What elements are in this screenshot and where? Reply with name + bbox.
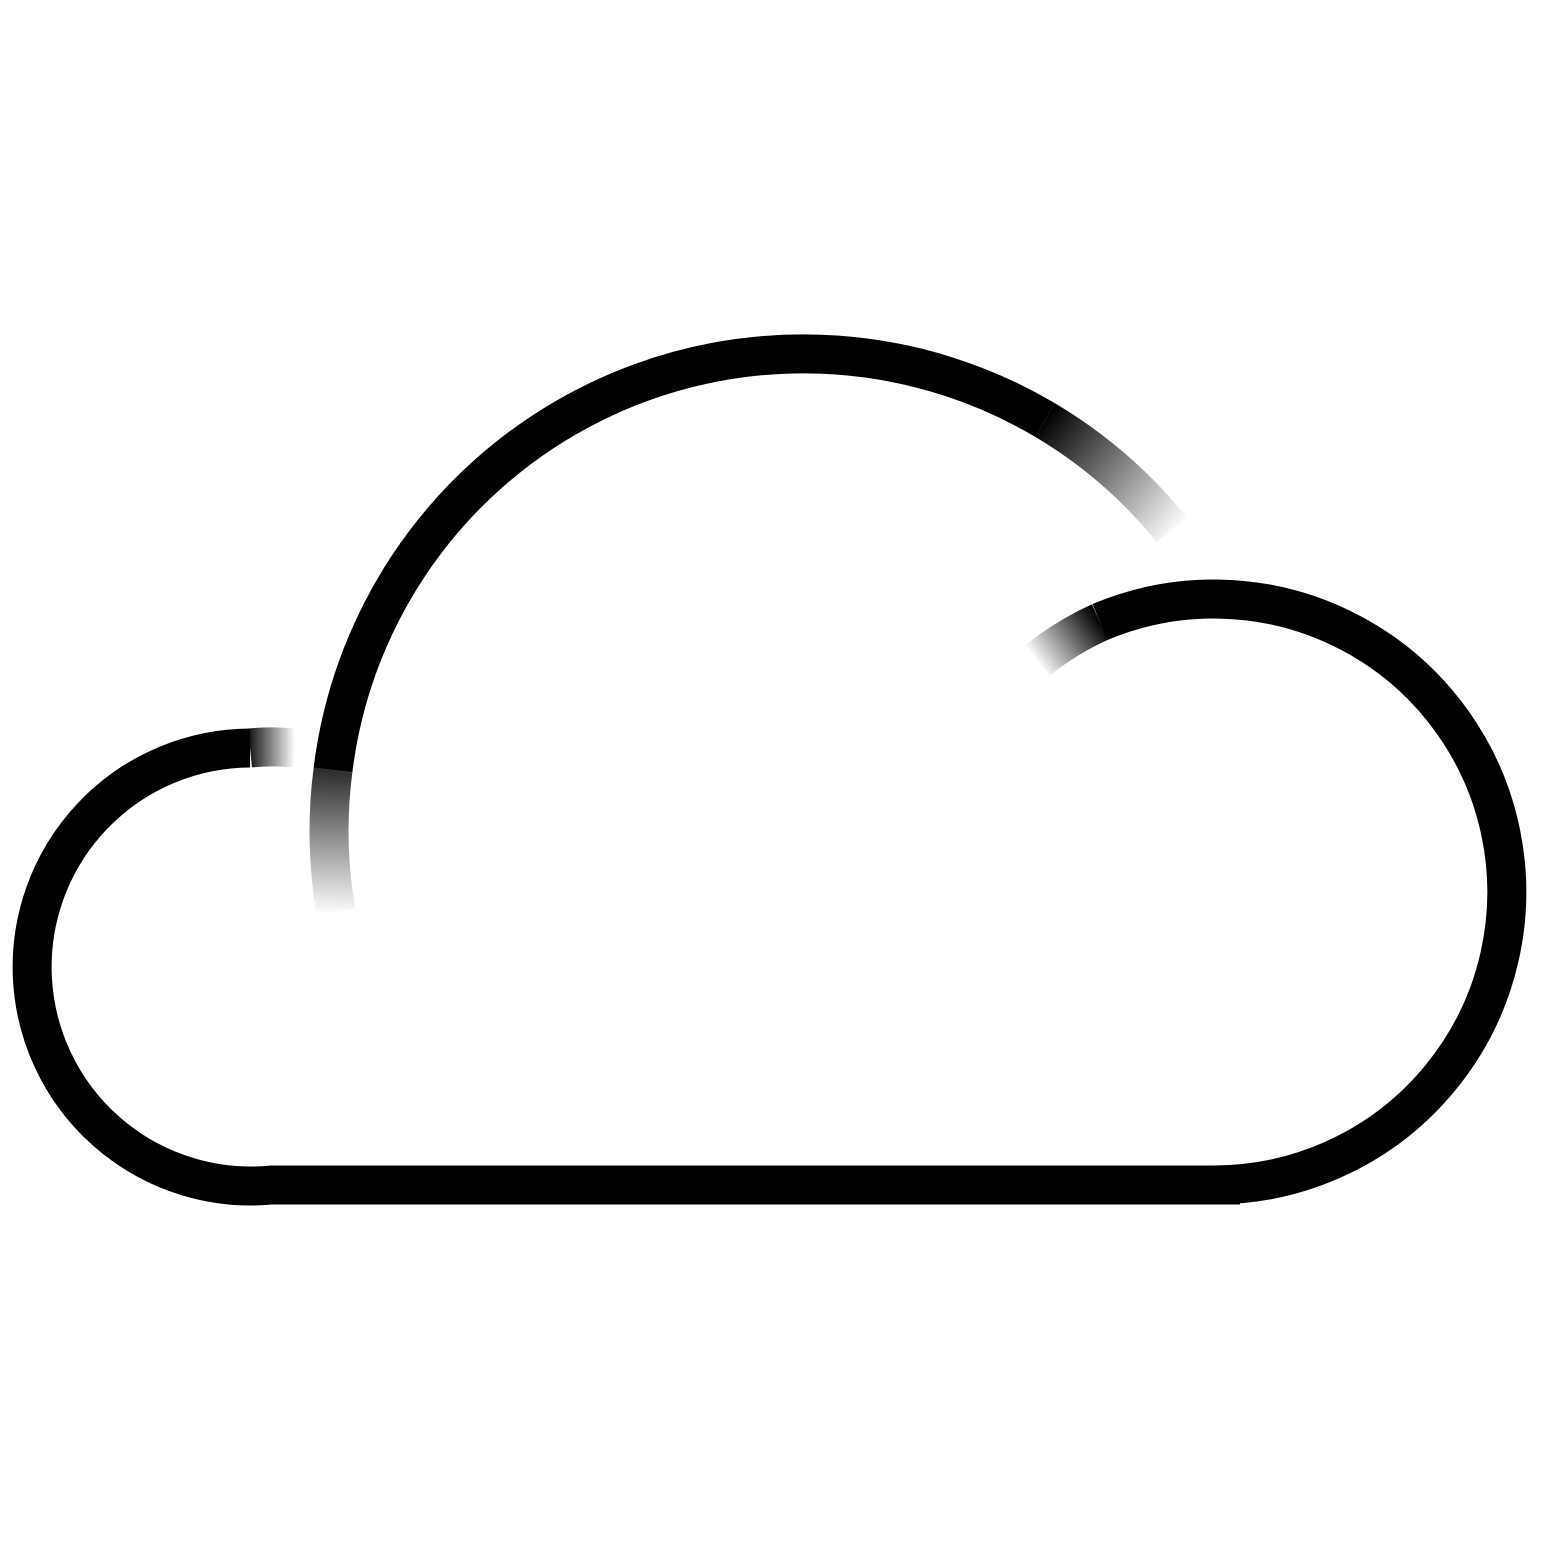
cloud-top-lobe bbox=[313, 334, 1055, 773]
cloud-top-lobe-fade-right bbox=[1034, 403, 1188, 543]
cloud-left-lobe bbox=[12, 728, 274, 1206]
cloud-right-lobe-fade bbox=[1025, 604, 1109, 676]
cloud-right-lobe bbox=[1092, 579, 1527, 1205]
cloud-left-lobe-fade bbox=[247, 727, 298, 768]
cloud-top-lobe-fade-left bbox=[309, 767, 356, 916]
